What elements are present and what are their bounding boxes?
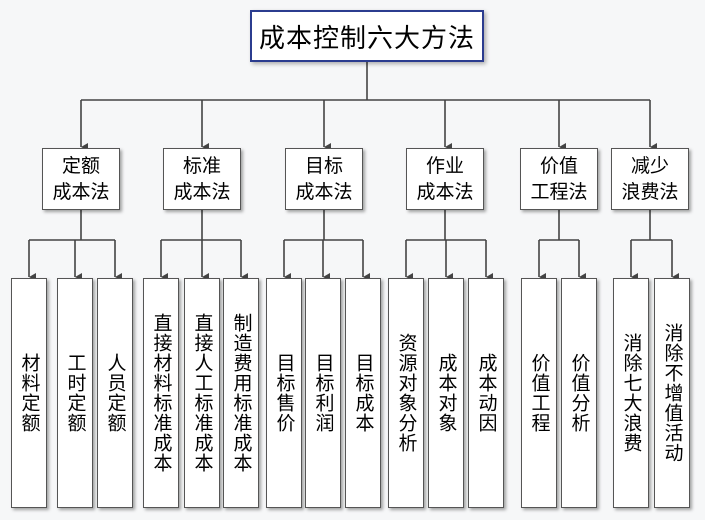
leaf-text: 成本对象 [435, 353, 458, 433]
category-label: 标准 成本法 [173, 155, 231, 203]
category-biaozhun: 标准 成本法 [163, 148, 241, 210]
leaf-text: 成本动因 [475, 353, 498, 433]
leaf-text: 工时定额 [64, 353, 87, 433]
leaf-text: 目标售价 [273, 353, 296, 433]
leaf-zhizao-feiyong: 制造费用标准成本 [223, 278, 259, 508]
category-label: 作业 成本法 [416, 155, 474, 203]
leaf-mubiao-chengben: 目标成本 [345, 278, 381, 508]
leaf-zhijie-cailiao: 直接材料标准成本 [143, 278, 179, 508]
leaf-text: 材料定额 [18, 353, 41, 433]
leaf-text: 消除七大浪费 [620, 333, 643, 453]
leaf-chengben-dongyin: 成本动因 [468, 278, 504, 508]
leaf-zhijie-rengong: 直接人工标准成本 [184, 278, 220, 508]
leaf-jiazhi-gongcheng: 价值工程 [521, 278, 557, 508]
leaf-xiaochu-buzengzhi: 消除不增值活动 [654, 278, 690, 508]
leaf-text: 消除不增值活动 [661, 323, 684, 463]
category-dinge: 定额 成本法 [42, 148, 120, 210]
leaf-text: 价值分析 [568, 353, 591, 433]
category-label: 价值 工程法 [530, 155, 588, 203]
category-label: 减少 浪费法 [621, 155, 679, 203]
leaf-text: 资源对象分析 [395, 333, 418, 453]
leaf-text: 价值工程 [528, 353, 551, 433]
leaf-text: 人员定额 [104, 353, 127, 433]
leaf-text: 制造费用标准成本 [230, 313, 253, 473]
leaf-renyuan-dinge: 人员定额 [97, 278, 133, 508]
leaf-xiaochu-qida-langfei: 消除七大浪费 [613, 278, 649, 508]
leaf-cailiao-dinge: 材料定额 [11, 278, 47, 508]
leaf-text: 直接材料标准成本 [150, 313, 173, 473]
leaf-text: 直接人工标准成本 [191, 313, 214, 473]
leaf-mubiao-lirun: 目标利润 [305, 278, 341, 508]
leaf-text: 目标利润 [312, 353, 335, 433]
leaf-chengben-duixiang: 成本对象 [428, 278, 464, 508]
leaf-mubiao-shoujia: 目标售价 [266, 278, 302, 508]
category-label: 目标 成本法 [295, 155, 353, 203]
category-mubiao: 目标 成本法 [285, 148, 363, 210]
category-jianshao: 减少 浪费法 [611, 148, 689, 210]
leaf-gongshi-dinge: 工时定额 [57, 278, 93, 508]
category-jiazhi: 价值 工程法 [520, 148, 598, 210]
category-zuoye: 作业 成本法 [406, 148, 484, 210]
root-title-text: 成本控制六大方法 [258, 23, 475, 54]
root-node-title: 成本控制六大方法 [250, 10, 484, 62]
leaf-ziyuan-duixiang: 资源对象分析 [388, 278, 424, 508]
category-label: 定额 成本法 [52, 155, 110, 203]
leaf-text: 目标成本 [352, 353, 375, 433]
leaf-jiazhi-fenxi: 价值分析 [561, 278, 597, 508]
